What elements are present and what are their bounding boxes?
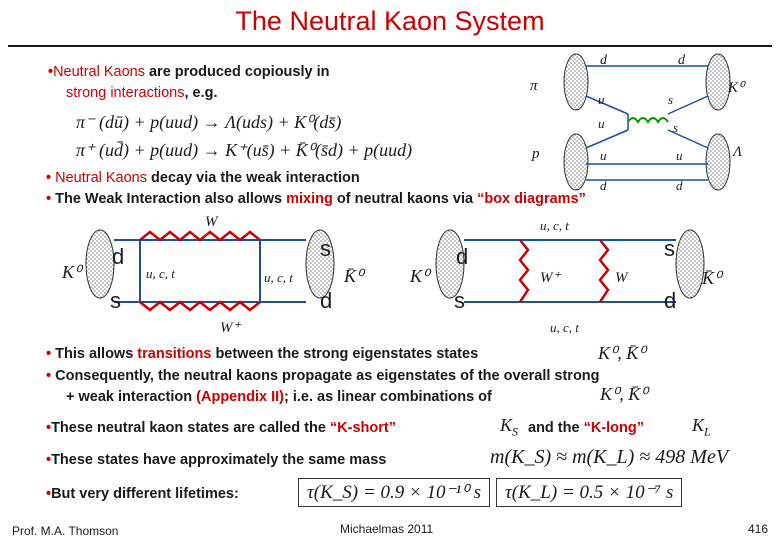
footer-author: Prof. M.A. Thomson	[12, 524, 119, 538]
weak-interaction-text: + weak interaction	[66, 389, 197, 405]
w-top-label: W	[205, 214, 219, 230]
pi-blob	[563, 53, 589, 111]
mass-text: These states have approximately the same…	[51, 452, 387, 468]
neutral-kaons-text: Neutral Kaons	[53, 64, 145, 80]
p-label: p	[531, 146, 540, 162]
quark-u2: u	[598, 116, 605, 131]
k0bar-label-right: K̄⁰	[701, 268, 724, 288]
quark-u1: u	[598, 92, 605, 107]
k0-label-right: K⁰	[410, 266, 432, 286]
k-long-text: “K-long”	[583, 420, 644, 436]
bullet-short-long: •These neutral kaon states are called th…	[46, 420, 396, 436]
box-diagram-right: K⁰ K̄⁰ W⁺ W d s s d u, c, t u, c, t	[410, 218, 724, 335]
w-boson-right-icon	[598, 239, 610, 303]
bullet-transitions: • This allows transitions between the st…	[46, 346, 479, 362]
k0-label-left: K⁰	[61, 262, 84, 282]
quark-s-right-r: s	[664, 236, 675, 261]
quark-d-right-r: d	[664, 288, 676, 313]
internal-quarks-top: u, c, t	[540, 218, 569, 233]
footer-term: Michaelmas 2011	[340, 522, 434, 536]
linear-combinations-text: ; i.e. as linear combinations of	[283, 389, 492, 405]
reaction-2: π⁺ (ud̄) + p(uud) → K⁺(us̄) + K̄⁰(s̄d) +…	[76, 140, 413, 160]
quark-s2: s	[673, 120, 678, 135]
w-boson-left-icon	[518, 239, 530, 303]
eg-text: , e.g.	[184, 85, 218, 101]
w-plus-label: W⁺	[540, 270, 561, 286]
box-diagrams-text: “box diagrams”	[477, 191, 586, 207]
quark-s-right: s	[320, 236, 331, 261]
quark-s1: s	[668, 92, 673, 107]
quark-u4: u	[676, 148, 683, 163]
w-boson-top-icon	[139, 230, 261, 242]
neutral-kaons-text-2: Neutral Kaons	[55, 170, 147, 186]
quark-d3: d	[600, 178, 607, 192]
internal-quarks-bottom: u, c, t	[550, 320, 579, 335]
quark-s-left-r: s	[454, 288, 465, 313]
production-text: are produced copiously in	[144, 64, 330, 80]
transitions-tail-text: between the strong eigenstates states	[211, 346, 479, 362]
mixing-text: mixing	[286, 191, 333, 207]
mixing-lead-text: The Weak Interaction also allows	[55, 191, 287, 207]
mass-equation: m(K_S) ≈ m(K_L) ≈ 498 MeV	[490, 446, 729, 468]
quark-u3: u	[600, 148, 607, 163]
tau-long-box: τ(K_L) = 0.5 × 10⁻⁷ s	[496, 478, 683, 507]
w-bottom-label: W⁺	[220, 320, 241, 336]
pi-label: π	[530, 78, 538, 94]
internal-quarks-right: u, c, t	[264, 270, 293, 285]
page-number: 416	[748, 522, 769, 536]
lambda-blob	[705, 133, 731, 191]
bullet-production-line2: strong interactions, e.g.	[66, 85, 218, 101]
k-short-text: “K-short”	[329, 420, 396, 436]
quark-d-right: d	[320, 288, 332, 313]
w-boson-bottom-icon	[139, 300, 261, 312]
quark-d-left: d	[112, 244, 124, 269]
bullet-mass: •These states have approximately the sam…	[46, 452, 387, 468]
consequently-text: Consequently, the neutral kaons propagat…	[55, 368, 600, 384]
k0-blob-right	[435, 229, 465, 299]
tau-short-box: τ(K_S) = 0.9 × 10⁻¹⁰ s	[298, 478, 491, 507]
linear-combination-math: K⁰, K̄⁰	[600, 384, 648, 404]
quark-d4: d	[676, 178, 683, 192]
k0-blob-left	[85, 229, 115, 299]
w-label: W	[615, 270, 629, 286]
lambda-label: Λ	[731, 144, 742, 160]
quark-d1: d	[600, 53, 608, 68]
strong-eigenstates-math: K⁰, K̄⁰	[598, 343, 646, 363]
kl-symbol: KL	[692, 415, 711, 439]
quark-s-left: s	[110, 288, 121, 313]
ks-symbol: KS	[500, 415, 519, 439]
title-rule	[8, 45, 772, 47]
bullet-consequently: • Consequently, the neutral kaons propag…	[46, 368, 600, 384]
bullet-production: •Neutral Kaons are produced copiously in	[48, 64, 329, 80]
bullet-decay: • Neutral Kaons decay via the weak inter…	[46, 170, 360, 186]
k0bar-blob-left	[305, 229, 335, 299]
bullet-marker: •	[48, 64, 54, 80]
lifetimes-text: But very different lifetimes:	[51, 486, 239, 502]
bullet-consequently-line2: + weak interaction (Appendix II); i.e. a…	[66, 389, 492, 405]
transitions-lead-text: This allows	[55, 346, 138, 362]
p-blob	[563, 133, 589, 191]
reaction-1: π⁻ (dū) + p(uud) → Λ(uds) + K⁰(ds̄)	[76, 112, 342, 132]
appendix-text: (Appendix II)	[196, 389, 284, 405]
k0bar-blob-right	[675, 229, 705, 299]
box-diagram-left: W W⁺ K⁰ K̄⁰ d s s d u, c, t u, c, t	[61, 214, 366, 336]
short-long-lead-text: These neutral kaon states are called the	[51, 420, 330, 436]
gluon-icon	[627, 117, 669, 124]
page-title: The Neutral Kaon System	[235, 6, 545, 36]
k0-label: K⁰	[727, 80, 746, 96]
quark-d-left-r: d	[456, 244, 468, 269]
strong-interactions-text: strong interactions	[66, 85, 185, 101]
and-the-text: and the “K-long”	[528, 420, 644, 436]
internal-quarks-left: u, c, t	[146, 266, 175, 281]
mixing-mid-text: of neutral kaons via	[332, 191, 478, 207]
decay-text: decay via the weak interaction	[147, 170, 360, 186]
k0bar-label-left: K̄⁰	[343, 266, 366, 286]
bullet-lifetimes: •But very different lifetimes:	[46, 486, 239, 502]
production-feynman-diagram: π p K⁰ Λ d d u s u s u u d d	[530, 53, 746, 192]
bullet-mixing: • The Weak Interaction also allows mixin…	[46, 191, 586, 207]
quark-d2: d	[678, 53, 686, 68]
k0-blob	[705, 53, 731, 111]
transitions-text: transitions	[137, 346, 212, 362]
